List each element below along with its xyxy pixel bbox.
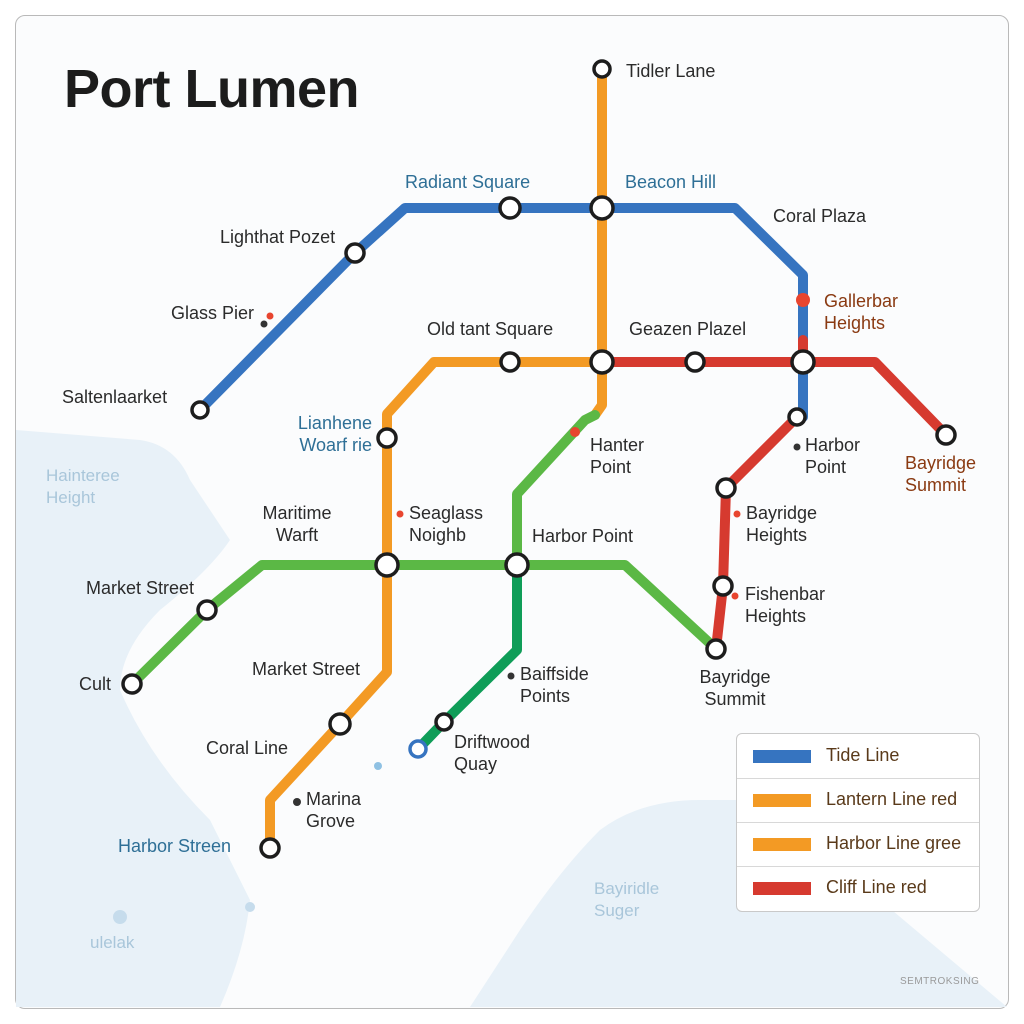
accent-dot bbox=[733, 510, 741, 518]
station-label[interactable]: Hanter Point bbox=[590, 435, 645, 477]
station-marker bbox=[328, 712, 352, 736]
legend-row-harbor[interactable]: Harbor Line gree bbox=[737, 822, 979, 867]
station-marker bbox=[684, 351, 706, 373]
station-label[interactable]: Beacon Hill bbox=[625, 172, 717, 192]
legend-label: Harbor Line gree bbox=[826, 833, 962, 853]
station-label[interactable]: Harbor Streen bbox=[118, 836, 232, 856]
legend-swatch bbox=[753, 882, 811, 895]
interchange-marker bbox=[589, 349, 615, 375]
accent-dot bbox=[266, 312, 274, 320]
station-label[interactable]: Cult bbox=[79, 674, 112, 694]
accent-dot bbox=[793, 443, 801, 451]
legend-swatch bbox=[753, 838, 811, 851]
station-marker bbox=[434, 712, 454, 732]
interchange-marker bbox=[790, 349, 816, 375]
accent-dot bbox=[796, 293, 810, 307]
stations[interactable] bbox=[121, 59, 957, 859]
station-label[interactable]: Marina Grove bbox=[306, 789, 362, 831]
station-label[interactable]: Driftwood Quay bbox=[454, 732, 531, 774]
station-marker bbox=[592, 59, 612, 79]
station-marker bbox=[408, 739, 428, 759]
water-label: Hainteree Height bbox=[46, 466, 120, 507]
station-marker bbox=[705, 638, 727, 660]
station-marker bbox=[712, 575, 734, 597]
accent-dot bbox=[260, 320, 268, 328]
station-label[interactable]: Lianhene Woarf rie bbox=[297, 413, 372, 455]
station-marker bbox=[259, 837, 281, 859]
legend-row-lantern[interactable]: Lantern Line red bbox=[737, 778, 979, 823]
legend-label: Tide Line bbox=[826, 745, 900, 765]
map-title: Port Lumen bbox=[64, 59, 360, 119]
route-orange-west bbox=[265, 357, 607, 853]
station-label[interactable]: Baiffside Points bbox=[520, 664, 589, 706]
water-label: ulelak bbox=[90, 933, 135, 952]
station-marker bbox=[935, 424, 957, 446]
water-west bbox=[16, 430, 250, 1007]
route-red-south bbox=[711, 412, 802, 654]
station-label[interactable]: Market Street bbox=[86, 578, 195, 598]
accent-dots bbox=[113, 293, 810, 924]
station-label[interactable]: Radiant Square bbox=[405, 172, 531, 192]
station-marker bbox=[499, 351, 521, 373]
station-label[interactable]: Glass Pier bbox=[171, 303, 255, 323]
station-marker bbox=[121, 673, 143, 695]
station-marker bbox=[190, 400, 210, 420]
station-label[interactable]: Coral Plaza bbox=[773, 206, 867, 226]
accent-dot bbox=[293, 798, 301, 806]
station-marker bbox=[787, 407, 807, 427]
legend-swatch bbox=[753, 794, 811, 807]
station-label[interactable]: Seaglass Noighb bbox=[409, 503, 484, 545]
station-label[interactable]: Maritime Warft bbox=[262, 503, 332, 545]
station-marker bbox=[196, 599, 218, 621]
accent-dot bbox=[731, 592, 739, 600]
legend-row-cliff[interactable]: Cliff Line red bbox=[737, 866, 979, 910]
station-label[interactable]: Old tant Square bbox=[427, 319, 554, 339]
accent-dot bbox=[245, 902, 255, 912]
station-label[interactable]: Saltenlaarket bbox=[62, 387, 168, 407]
legend-label: Cliff Line red bbox=[826, 877, 927, 897]
station-label[interactable]: Fishenbar Heights bbox=[745, 584, 826, 626]
legend-label: Lantern Line red bbox=[826, 789, 958, 809]
water-areas bbox=[16, 430, 1007, 1007]
station-label[interactable]: Bayridge Summit bbox=[905, 453, 977, 495]
station-label[interactable]: Geazen Plazel bbox=[629, 319, 747, 339]
station-label[interactable]: Bayridge Summit bbox=[699, 667, 771, 709]
legend-row-tide[interactable]: Tide Line bbox=[737, 734, 979, 779]
interchange-marker bbox=[589, 195, 615, 221]
station-label[interactable]: Harbor Point bbox=[805, 435, 861, 477]
legend-swatch bbox=[753, 750, 811, 763]
station-marker bbox=[498, 196, 522, 220]
station-label[interactable]: Tidler Lane bbox=[626, 61, 716, 81]
accent-dot bbox=[507, 672, 515, 680]
station-marker bbox=[376, 427, 398, 449]
accent-dot bbox=[570, 427, 580, 437]
station-label[interactable]: Market Street bbox=[252, 659, 361, 679]
station-label[interactable]: Gallerbar Heights bbox=[824, 291, 899, 333]
interchange-marker bbox=[374, 552, 400, 578]
route-teal bbox=[413, 560, 522, 754]
station-label[interactable]: Coral Line bbox=[206, 738, 289, 758]
route-red bbox=[597, 357, 951, 440]
route-green-north bbox=[512, 410, 600, 570]
station-marker bbox=[715, 477, 737, 499]
accent-dot bbox=[396, 510, 404, 518]
route-lines bbox=[127, 64, 951, 853]
station-label[interactable]: Lighthat Pozet bbox=[220, 227, 336, 247]
water-label: Bayiridle Suger bbox=[594, 879, 660, 920]
station-label[interactable]: Bayridge Heights bbox=[746, 503, 818, 545]
accent-dot bbox=[113, 910, 127, 924]
map-legend: Tide Line Lantern Line red Harbor Line g… bbox=[736, 733, 980, 912]
accent-dot bbox=[374, 762, 382, 770]
station-label[interactable]: Harbor Point bbox=[532, 526, 634, 546]
interchange-marker bbox=[504, 552, 530, 578]
route-green bbox=[127, 560, 721, 689]
map-credit: SEMTROKSING bbox=[900, 976, 980, 987]
station-marker bbox=[344, 242, 366, 264]
